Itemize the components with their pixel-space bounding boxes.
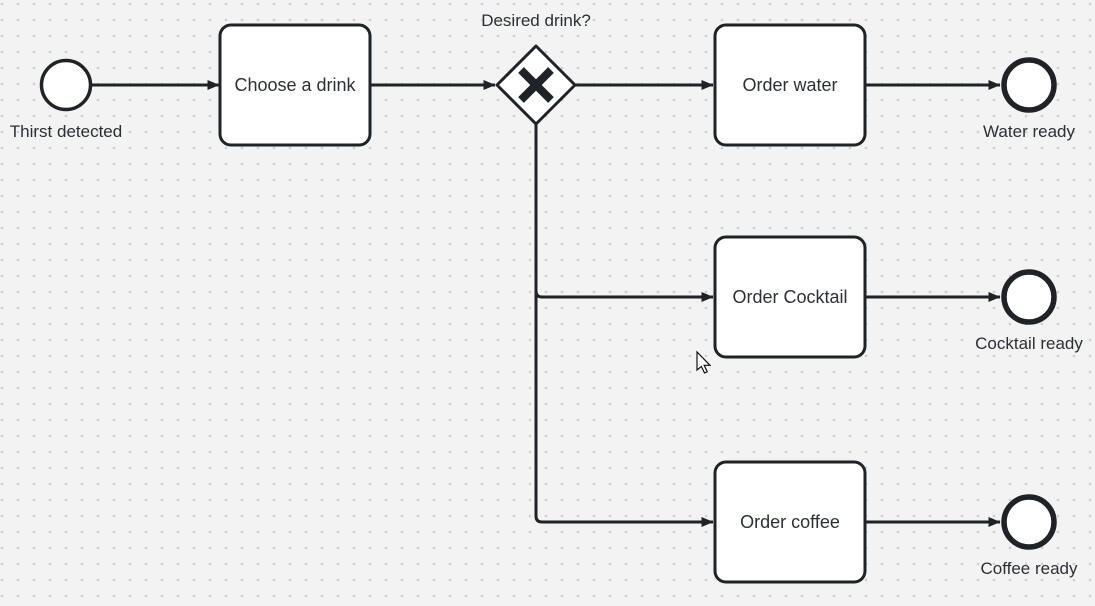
task-order-water[interactable]: Order water (713, 23, 867, 147)
task-choose-a-drink[interactable]: Choose a drink (218, 23, 372, 147)
start-event[interactable] (39, 58, 93, 112)
end-event-cocktail-ready-label[interactable]: Cocktail ready (975, 334, 1083, 353)
exclusive-gateway-x-icon (518, 67, 554, 103)
sequence-flow-gateway-to-order-cocktail[interactable] (534, 124, 714, 302)
exclusive-gateway-label[interactable]: Desired drink? (481, 11, 591, 30)
task-order-cocktail[interactable]: Order Cocktail (713, 235, 867, 359)
task-order-coffee[interactable]: Order coffee (713, 460, 867, 584)
start-event-label[interactable]: Thirst detected (10, 122, 122, 141)
exclusive-gateway[interactable] (495, 44, 577, 126)
task-order-coffee-label: Order coffee (740, 512, 840, 532)
task-order-cocktail-label: Order Cocktail (732, 287, 847, 307)
end-event-water-ready[interactable] (1001, 57, 1057, 113)
task-order-water-label: Order water (742, 75, 837, 95)
end-event-cocktail-ready[interactable] (1001, 269, 1057, 325)
sequence-flow-gateway-to-order-coffee[interactable] (534, 124, 714, 527)
arrow-cursor-icon (696, 350, 712, 374)
end-event-coffee-ready[interactable] (1001, 494, 1057, 550)
end-event-coffee-ready-label[interactable]: Coffee ready (980, 559, 1078, 578)
end-event-water-ready-label[interactable]: Water ready (983, 122, 1075, 141)
task-choose-a-drink-label: Choose a drink (234, 75, 356, 95)
